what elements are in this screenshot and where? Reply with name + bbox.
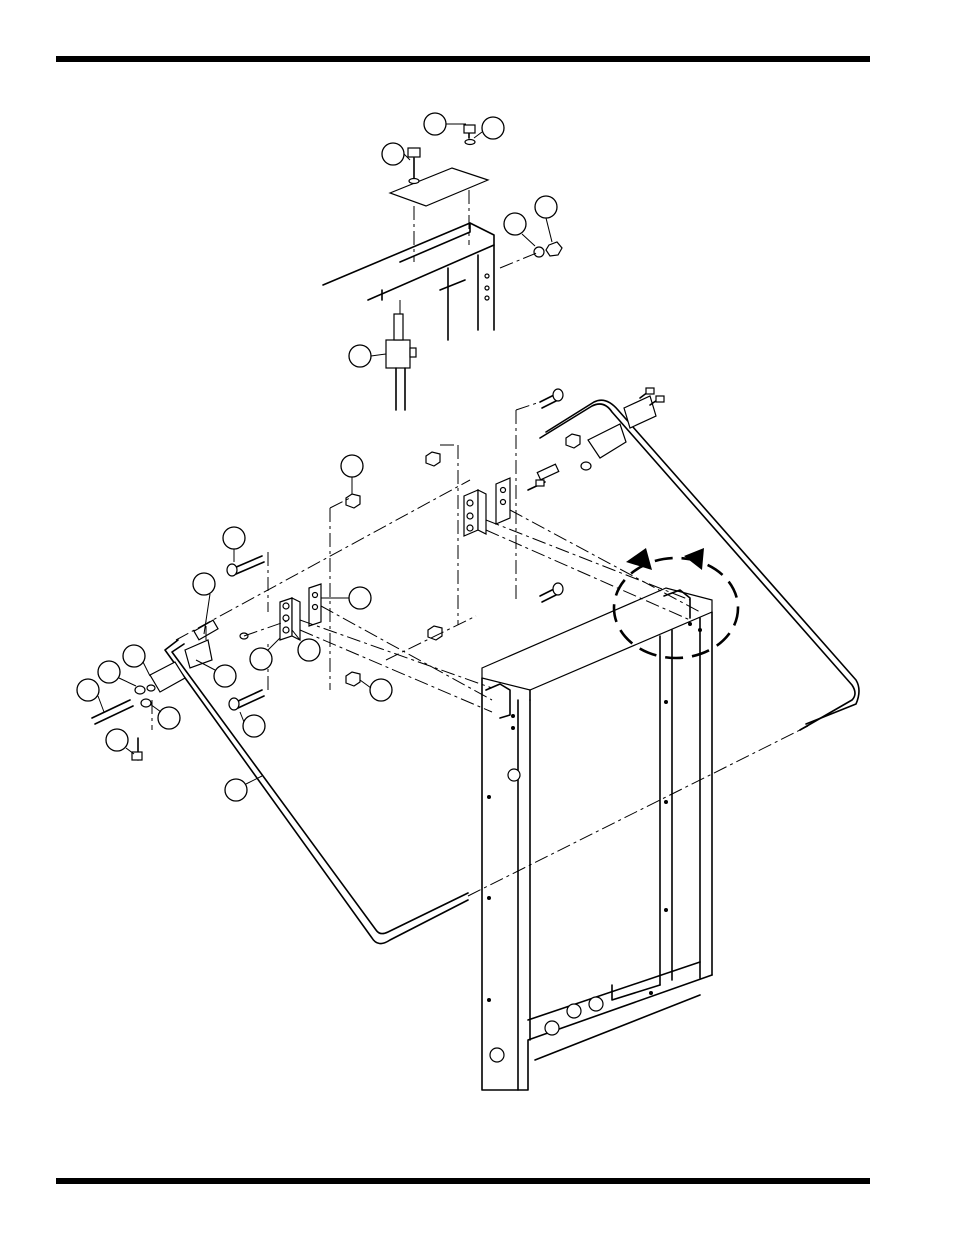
callout-5 bbox=[504, 213, 526, 235]
cover-plate bbox=[390, 168, 488, 206]
toggle-switch bbox=[386, 300, 416, 410]
callout-10 bbox=[349, 587, 371, 609]
alignment-lines bbox=[152, 402, 808, 896]
callout-21 bbox=[225, 779, 247, 801]
callout-3 bbox=[482, 117, 504, 139]
callout-16 bbox=[77, 679, 99, 701]
screw-upper-right bbox=[540, 389, 563, 408]
callout-12 bbox=[250, 648, 272, 670]
callout-9 bbox=[193, 573, 215, 595]
callout-2 bbox=[382, 143, 404, 165]
callout-17 bbox=[370, 679, 392, 701]
washer-nut-side bbox=[500, 242, 562, 268]
bracket-left bbox=[280, 584, 321, 640]
callout-8 bbox=[223, 527, 245, 549]
callout-1 bbox=[424, 113, 446, 135]
bolt-right bbox=[464, 125, 475, 145]
screw-upper-left bbox=[227, 556, 264, 576]
callouts bbox=[77, 113, 557, 801]
screw-lower-left bbox=[229, 690, 264, 710]
callout-19 bbox=[243, 715, 265, 737]
bracket-right bbox=[464, 478, 510, 536]
callout-4 bbox=[535, 196, 557, 218]
callout-6 bbox=[349, 345, 371, 367]
callout-13 bbox=[123, 645, 145, 667]
main-frame bbox=[482, 588, 712, 1090]
callout-18 bbox=[158, 707, 180, 729]
callout-7 bbox=[341, 455, 363, 477]
screw-mid-right bbox=[540, 583, 563, 602]
callout-14 bbox=[98, 661, 120, 683]
callout-20 bbox=[106, 729, 128, 751]
callout-15 bbox=[214, 665, 236, 687]
callout-11 bbox=[298, 639, 320, 661]
bolt-left bbox=[408, 148, 420, 184]
